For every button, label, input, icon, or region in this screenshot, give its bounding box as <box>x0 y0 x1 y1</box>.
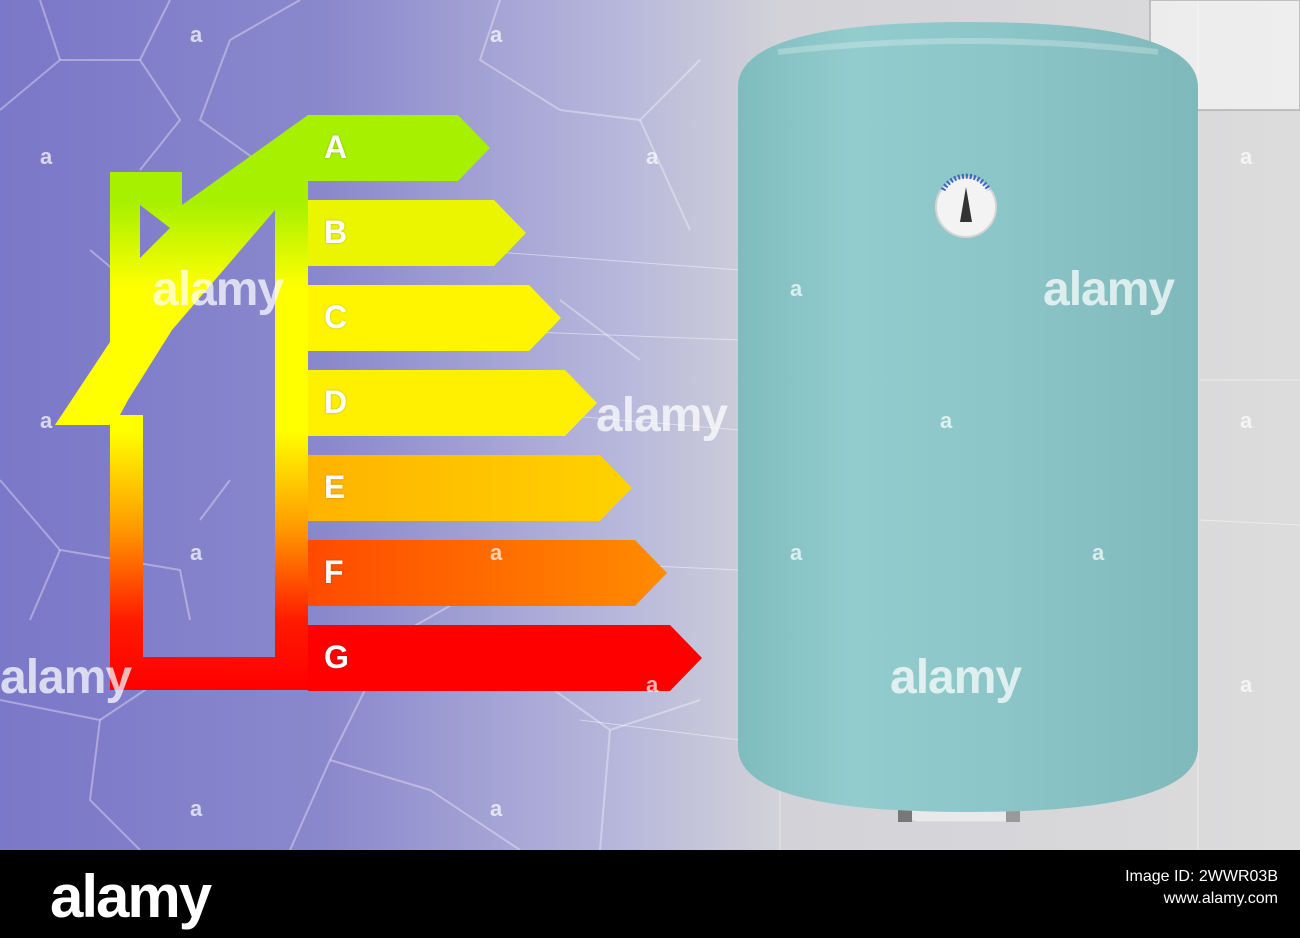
watermark-mark: a <box>1240 672 1253 697</box>
house-outline-icon <box>55 115 308 690</box>
watermark-mark: a <box>190 540 203 565</box>
watermark-text: alamy <box>890 651 1022 704</box>
watermark-mark: a <box>646 672 659 697</box>
energy-class-c-arrow: C <box>308 285 561 351</box>
watermark-mark: a <box>40 408 53 433</box>
watermark-mark: a <box>1240 408 1253 433</box>
energy-class-d-arrow: D <box>308 370 597 436</box>
watermark-mark: a <box>790 540 803 565</box>
image-id-block: Image ID: 2WWR03B www.alamy.com <box>1125 866 1278 910</box>
site-url: www.alamy.com <box>1163 890 1278 907</box>
energy-class-e-arrow: E <box>308 455 632 521</box>
energy-class-e-label: E <box>324 469 346 505</box>
energy-class-b-label: B <box>324 214 348 250</box>
watermark-mark: a <box>40 144 53 169</box>
photo-scene: A B C D E F G <box>0 0 1300 850</box>
energy-class-d-label: D <box>324 384 348 420</box>
watermark-mark: a <box>490 22 503 47</box>
watermark-mark: a <box>940 408 953 433</box>
energy-class-f-arrow: F <box>308 540 667 606</box>
watermark-mark: a <box>646 144 659 169</box>
watermark-mark: a <box>1240 144 1253 169</box>
stock-footer-bar: alamy Image ID: 2WWR03B www.alamy.com <box>0 850 1300 938</box>
watermark-mark: a <box>190 796 203 821</box>
watermark-mark: a <box>1092 540 1105 565</box>
watermark-text: alamy <box>596 389 728 442</box>
energy-class-g-label: G <box>324 639 349 675</box>
water-heater-tank <box>738 22 1198 822</box>
watermark-mark: a <box>190 22 203 47</box>
watermark-mark: a <box>490 540 503 565</box>
watermark-mark: a <box>490 796 503 821</box>
watermark-text: alamy <box>0 651 132 704</box>
watermark-mark: a <box>790 276 803 301</box>
image-id-label: Image ID: 2WWR03B <box>1125 868 1278 885</box>
energy-class-b-arrow: B <box>308 200 526 266</box>
watermark-text: alamy <box>1043 263 1175 316</box>
energy-class-c-label: C <box>324 299 348 335</box>
energy-class-f-label: F <box>324 554 344 590</box>
watermark-text: alamy <box>152 263 284 316</box>
energy-class-a-arrow: A <box>308 115 490 181</box>
energy-class-a-label: A <box>324 129 348 165</box>
alamy-logo: alamy <box>50 863 212 930</box>
energy-class-g-arrow: G <box>308 625 702 691</box>
